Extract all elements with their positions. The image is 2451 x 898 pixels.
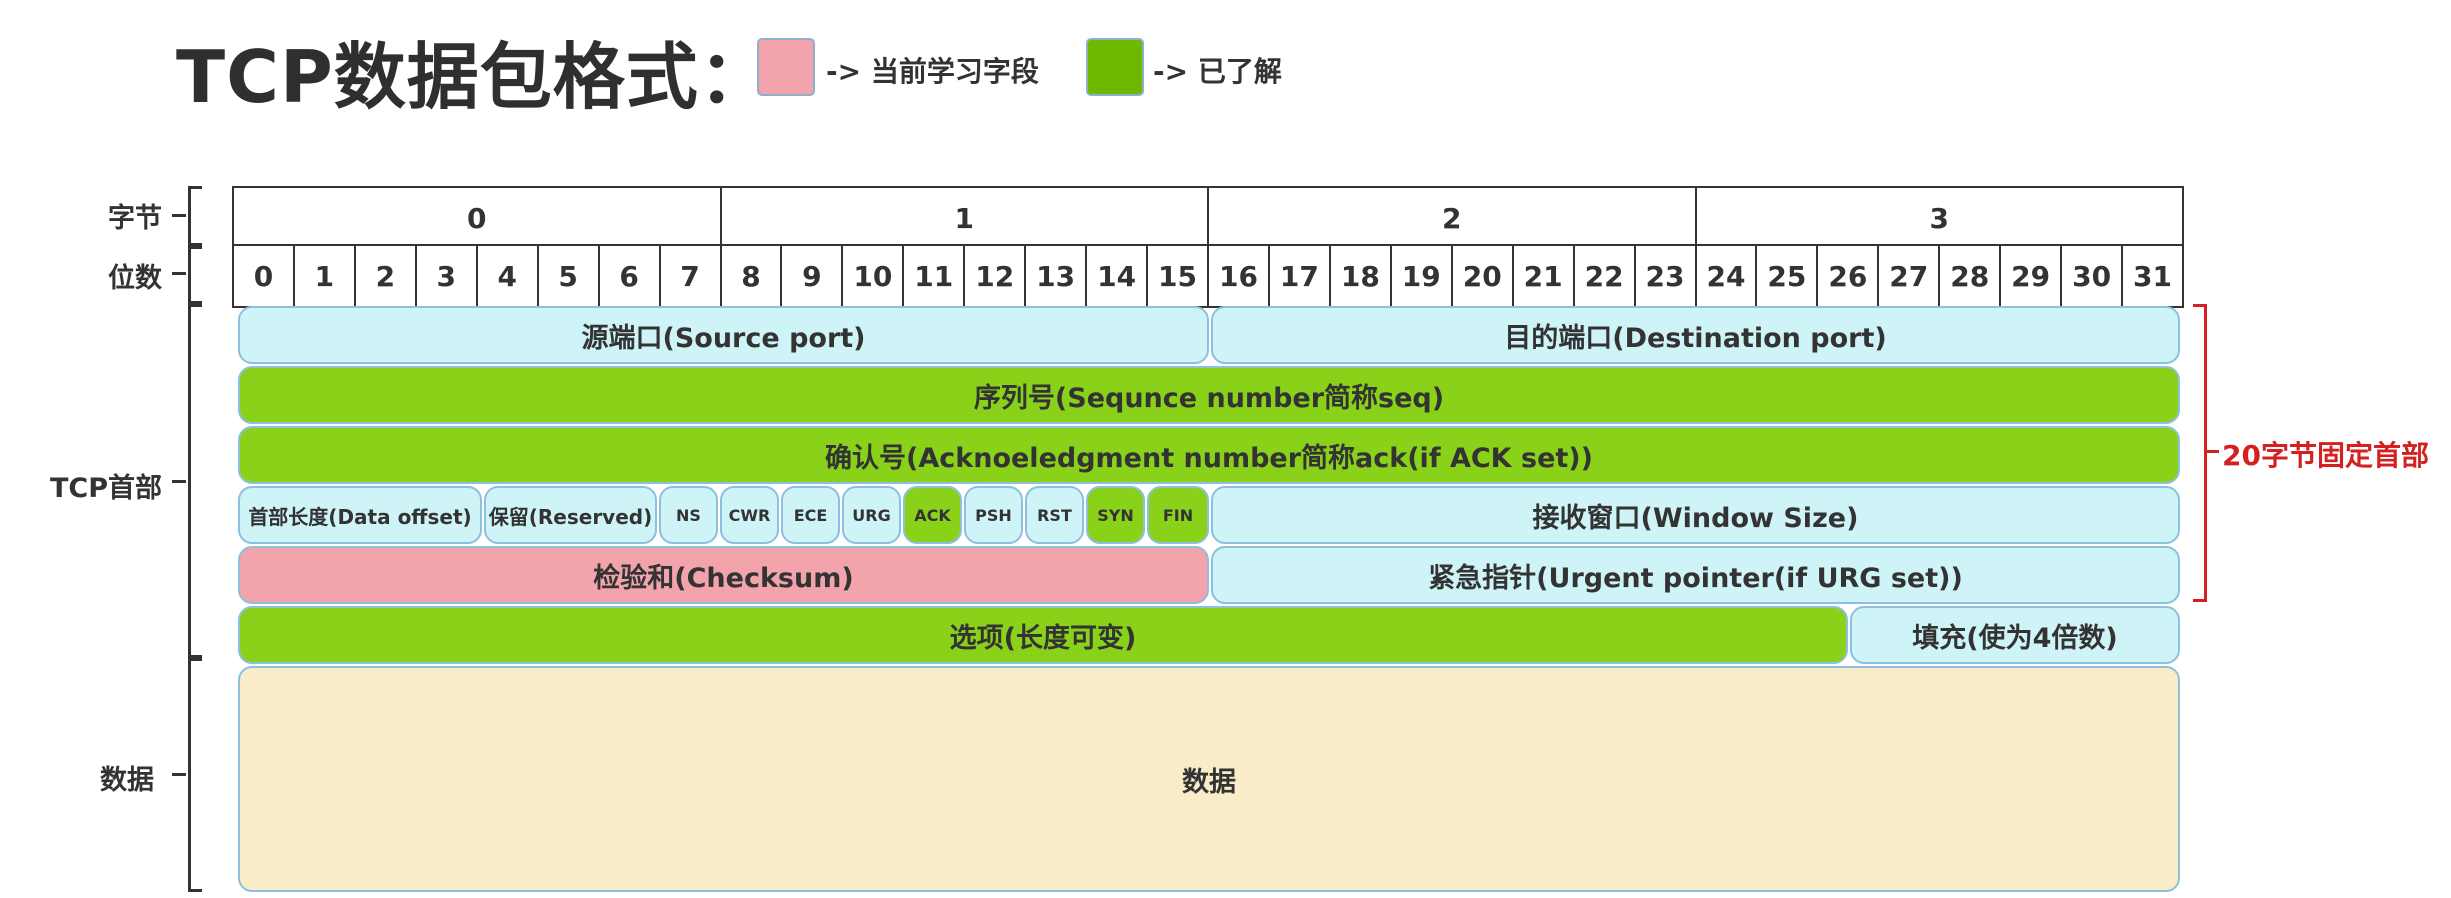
bit-cell: 23: [1633, 244, 1695, 308]
field-ack-number: 确认号(Acknoeledgment number简称ack(if ACK se…: [238, 426, 2180, 484]
fixed-header-bracket: [2193, 304, 2207, 602]
flag-ack: ACK: [903, 486, 962, 544]
byte-row: 0 1 2 3: [232, 186, 2184, 250]
bit-cell: 8: [719, 244, 781, 308]
bit-cell: 27: [1877, 244, 1939, 308]
bit-cell: 11: [902, 244, 964, 308]
bit-cell: 9: [780, 244, 842, 308]
field-reserved: 保留(Reserved): [484, 486, 657, 544]
bytes-bracket: [188, 186, 202, 246]
byte-cell-0: 0: [232, 186, 720, 250]
bit-cell: 2: [353, 244, 415, 308]
legend-current-label: -> 当前学习字段: [826, 55, 1039, 88]
bit-cell: 16: [1207, 244, 1268, 308]
bit-cell: 1: [292, 244, 354, 308]
row-label-data: 数据: [100, 765, 154, 796]
bit-cell: 12: [963, 244, 1025, 308]
bit-cell: 17: [1267, 244, 1329, 308]
bit-cell: 13: [1024, 244, 1086, 308]
bit-cell: 6: [597, 244, 659, 308]
bit-cell: 19: [1389, 244, 1451, 308]
field-sequence-number: 序列号(Sequnce number简称seq): [238, 366, 2180, 424]
row-label-bits: 位数: [108, 263, 162, 294]
legend-known-swatch: [1086, 38, 1144, 96]
byte-cell-2: 2: [1207, 186, 1695, 250]
field-data: 数据: [238, 666, 2180, 892]
flag-fin: FIN: [1147, 486, 1209, 544]
bit-cell: 21: [1511, 244, 1573, 308]
fixed-header-bracket-tick: [2207, 450, 2219, 453]
bit-cell: 0: [232, 244, 293, 308]
field-urgent-pointer: 紧急指针(Urgent pointer(if URG set)): [1211, 546, 2180, 604]
byte-cell-3: 3: [1694, 186, 2184, 250]
page-title: TCP数据包格式：: [176, 35, 772, 119]
tcp-header-bracket: [188, 304, 202, 658]
bit-cell: 29: [1999, 244, 2061, 308]
fixed-header-label: 20字节固定首部: [2222, 439, 2429, 472]
flag-rst: RST: [1025, 486, 1084, 544]
data-bracket: [188, 658, 202, 892]
field-destination-port: 目的端口(Destination port): [1211, 306, 2180, 364]
bit-cell: 14: [1085, 244, 1147, 308]
bit-cell: 20: [1450, 244, 1512, 308]
bit-cell: 4: [475, 244, 537, 308]
flag-ece: ECE: [781, 486, 840, 544]
bytes-bracket-tick: [172, 214, 186, 217]
legend-current-swatch: [757, 38, 815, 96]
field-options: 选项(长度可变): [238, 606, 1848, 664]
field-source-port: 源端口(Source port): [238, 306, 1209, 364]
bit-cell: 5: [536, 244, 598, 308]
bit-cell: 10: [841, 244, 903, 308]
bit-cell: 26: [1816, 244, 1878, 308]
bits-bracket: [188, 246, 202, 304]
row-label-tcp-header: TCP首部: [50, 473, 163, 504]
bit-cell: 28: [1938, 244, 2000, 308]
data-bracket-tick: [172, 773, 186, 776]
flag-urg: URG: [842, 486, 901, 544]
flag-ns: NS: [659, 486, 718, 544]
tcp-header-bracket-tick: [172, 480, 186, 483]
bits-bracket-tick: [172, 272, 186, 275]
bit-cell: 18: [1328, 244, 1390, 308]
bit-cell: 25: [1755, 244, 1817, 308]
field-data-offset: 首部长度(Data offset): [238, 486, 482, 544]
flag-psh: PSH: [964, 486, 1023, 544]
flag-syn: SYN: [1086, 486, 1145, 544]
bit-cell: 3: [414, 244, 476, 308]
bit-cell: 30: [2060, 244, 2122, 308]
bit-cell: 7: [658, 244, 720, 308]
bit-cell: 24: [1694, 244, 1756, 308]
field-checksum: 检验和(Checksum): [238, 546, 1209, 604]
flag-cwr: CWR: [720, 486, 779, 544]
row-label-bytes: 字节: [108, 203, 162, 234]
bit-cell: 31: [2121, 244, 2184, 308]
legend-known-label: -> 已了解: [1153, 55, 1282, 88]
bit-row: 0 1 2 3 4 5 6 7 8 9 10 11 12 13 14 15 16…: [232, 244, 2184, 308]
bit-cell: 15: [1146, 244, 1207, 308]
field-window-size: 接收窗口(Window Size): [1211, 486, 2180, 544]
field-padding: 填充(使为4倍数): [1850, 606, 2180, 664]
byte-cell-1: 1: [719, 186, 1207, 250]
bit-cell: 22: [1572, 244, 1634, 308]
